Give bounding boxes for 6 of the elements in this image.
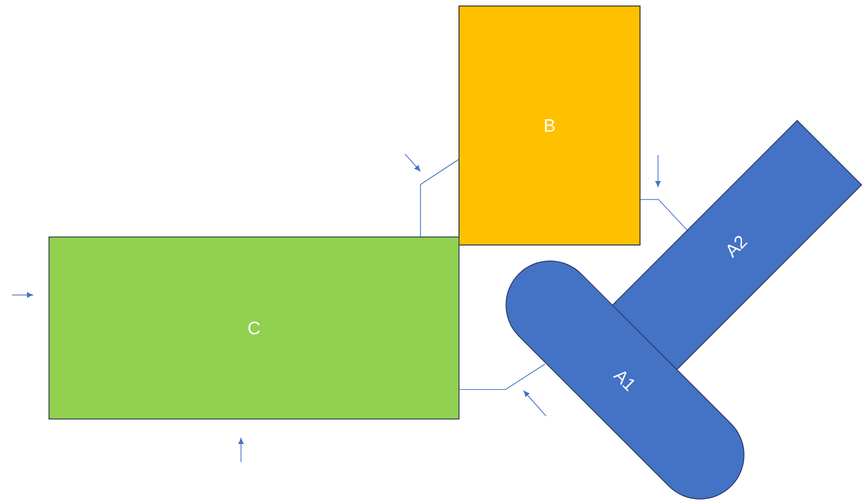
connector-line <box>459 364 546 390</box>
rounded-box: A1 <box>506 260 744 500</box>
connector-line <box>640 199 688 230</box>
box: C <box>48 236 460 420</box>
connector-line <box>420 159 459 237</box>
box: B <box>458 6 640 246</box>
